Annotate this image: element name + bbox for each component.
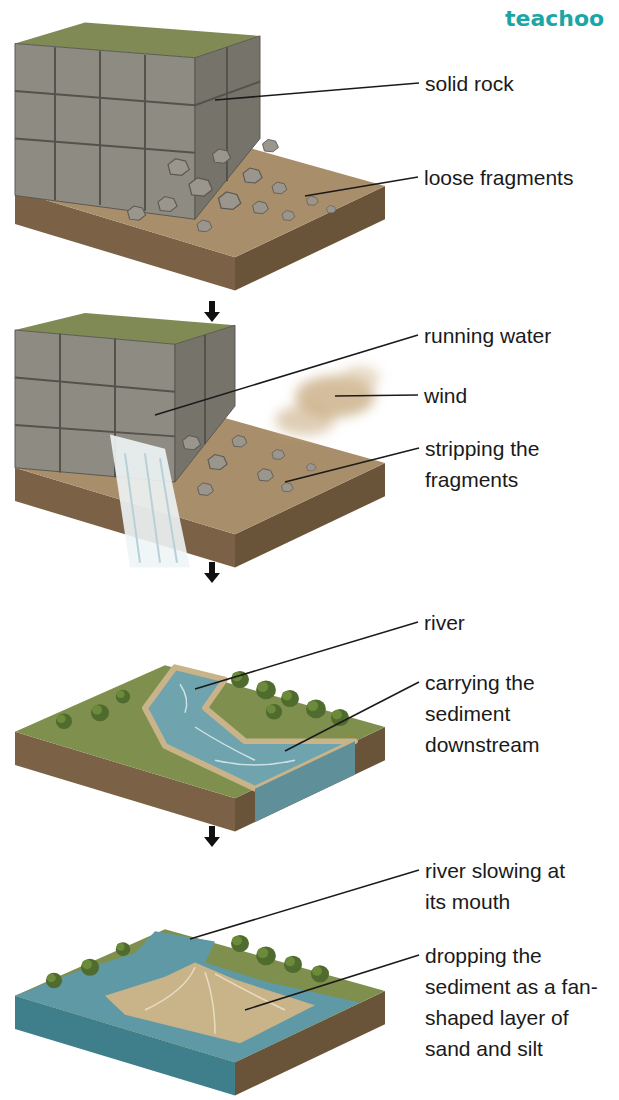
grass-top — [15, 929, 385, 1062]
leader-line — [335, 395, 418, 396]
erosion-block — [15, 313, 385, 568]
river-section — [255, 741, 355, 822]
stage-label: loose fragments — [424, 162, 614, 193]
leader-line — [305, 177, 418, 196]
wind-dust — [275, 366, 380, 435]
rock-block — [15, 23, 385, 291]
river-mouth — [15, 931, 360, 1062]
rock-joints — [15, 47, 260, 210]
trees — [56, 671, 349, 729]
stage-label: river — [424, 607, 614, 638]
leader-line — [285, 448, 419, 482]
leader-line — [245, 955, 419, 1010]
cliff-side — [175, 325, 235, 482]
stage-label: wind — [424, 380, 614, 411]
delta-block — [15, 929, 385, 1095]
stage-label: stripping the fragments — [425, 433, 600, 495]
stage-label: dropping the sediment as a fan-shaped la… — [425, 940, 613, 1064]
running-water — [110, 435, 190, 568]
stage-label: carrying the sediment downstream — [425, 667, 600, 760]
loose-fragments — [128, 139, 337, 231]
leader-line — [155, 335, 418, 415]
cliff-face — [15, 44, 195, 220]
leader-line — [195, 622, 418, 689]
leader-line — [285, 682, 419, 751]
rock-joints — [15, 334, 205, 477]
river-ripples — [180, 684, 295, 765]
watermark: teachoo — [505, 6, 615, 32]
down-arrows — [204, 301, 220, 847]
river-block — [15, 665, 385, 831]
sediment-fan — [105, 963, 315, 1044]
loose-fragments — [183, 435, 317, 495]
fan-channels — [145, 967, 285, 1034]
leader-line — [190, 870, 419, 939]
water-streaks — [125, 454, 177, 563]
leader-line — [215, 83, 419, 100]
stage-label: solid rock — [425, 68, 610, 99]
stage-label: running water — [424, 320, 614, 351]
stage-label: river slowing at its mouth — [425, 855, 585, 917]
trees — [46, 935, 329, 988]
